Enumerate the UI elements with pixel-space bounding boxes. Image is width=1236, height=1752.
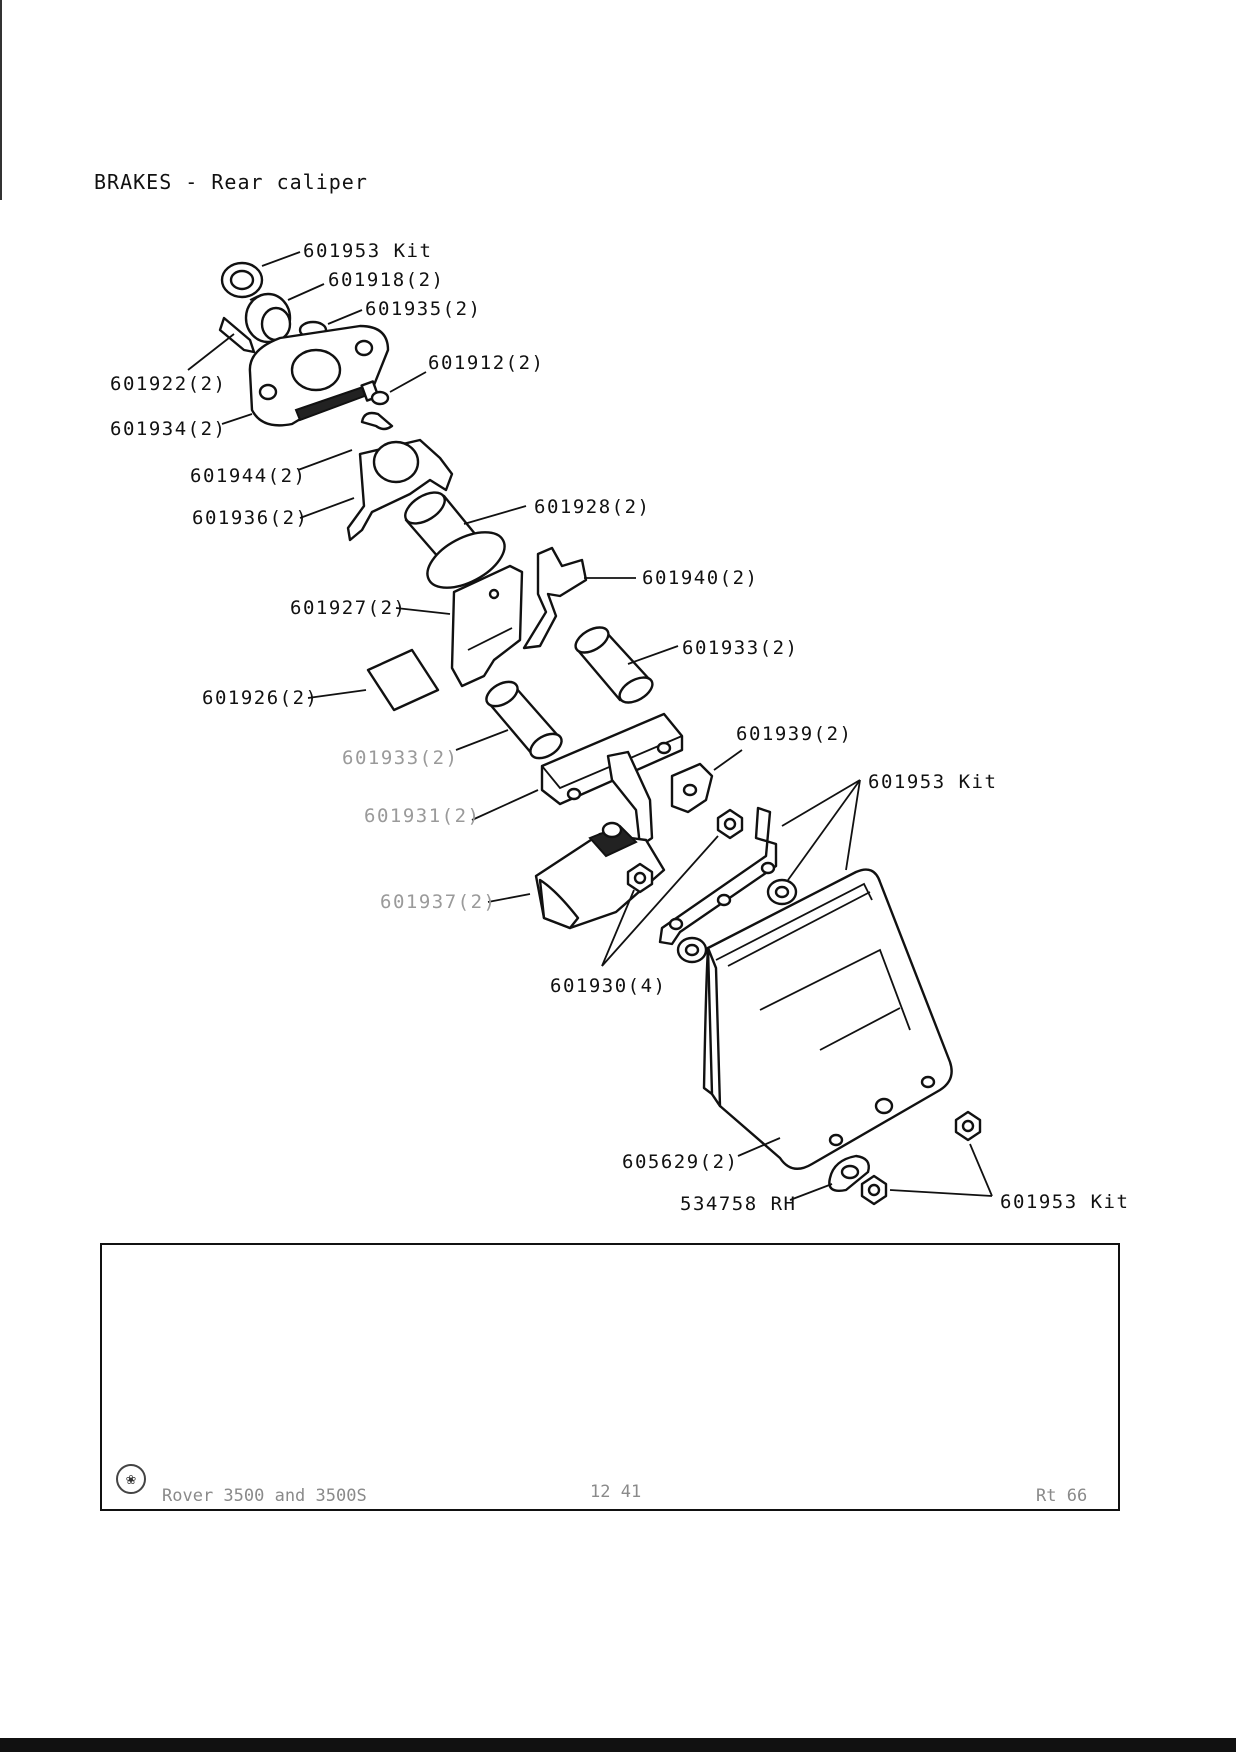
label-601926: 601926(2) [202, 687, 318, 709]
footer-page-number: 12 41 [590, 1482, 642, 1502]
label-601918: 601918(2) [328, 269, 444, 291]
nut-lower [626, 862, 654, 894]
label-601935: 601935(2) [365, 298, 481, 320]
sleeve-right [574, 626, 654, 704]
label-601953-kit-top: 601953 Kit [303, 240, 432, 262]
washer-2 [676, 936, 708, 964]
label-601936: 601936(2) [192, 507, 308, 529]
page-footer: ❀ Rover 3500 and 3500S 12 41 Rt 66 [100, 1458, 1120, 1518]
brake-cylinder [404, 491, 506, 589]
label-601928: 601928(2) [534, 496, 650, 518]
label-601931: 601931(2) [364, 805, 480, 827]
caliper-cover [702, 868, 953, 1170]
footer-reference: Rt 66 [1036, 1486, 1088, 1506]
sleeve-left [485, 680, 563, 760]
footer-model: Rover 3500 and 3500S [162, 1486, 367, 1506]
brake-pad [366, 648, 440, 712]
spring-clip [360, 411, 394, 431]
bottom-washer [828, 1154, 870, 1192]
leader-lines [187, 251, 993, 1201]
retaining-pin [218, 316, 256, 354]
bleed-screw [360, 380, 390, 406]
label-601944: 601944(2) [190, 465, 306, 487]
label-601934: 601934(2) [110, 418, 226, 440]
label-601912: 601912(2) [428, 352, 544, 374]
nut-upper [716, 808, 744, 840]
bottom-nut-left [860, 1174, 888, 1206]
label-601933-left: 601933(2) [342, 747, 458, 769]
pad-carrier [450, 564, 524, 688]
rover-logo-icon: ❀ [116, 1464, 146, 1494]
label-601927: 601927(2) [290, 597, 406, 619]
caliper-housing-plate [248, 324, 390, 427]
label-605629: 605629(2) [622, 1151, 738, 1173]
label-601940: 601940(2) [642, 567, 758, 589]
label-601939: 601939(2) [736, 723, 852, 745]
scan-edge-bar [0, 1738, 1236, 1752]
page-edge [0, 0, 2, 200]
label-534758: 534758 RH [680, 1193, 796, 1215]
label-601933-right: 601933(2) [682, 637, 798, 659]
label-601922: 601922(2) [110, 373, 226, 395]
mounting-bracket [346, 438, 454, 542]
actuating-lever [522, 546, 588, 650]
notes-box [100, 1243, 1120, 1511]
bottom-nut-right [954, 1110, 982, 1142]
label-601937: 601937(2) [380, 891, 496, 913]
seal-ring [220, 261, 264, 299]
label-601930: 601930(4) [550, 975, 666, 997]
label-601953-kit-mid: 601953 Kit [868, 771, 997, 793]
page-title: BRAKES - Rear caliper [94, 170, 368, 194]
piston [244, 292, 292, 344]
washer-1 [766, 878, 798, 906]
label-601953-kit-bottom: 601953 Kit [1000, 1191, 1129, 1213]
shim-plate [658, 806, 778, 946]
retaining-tab [670, 762, 714, 814]
